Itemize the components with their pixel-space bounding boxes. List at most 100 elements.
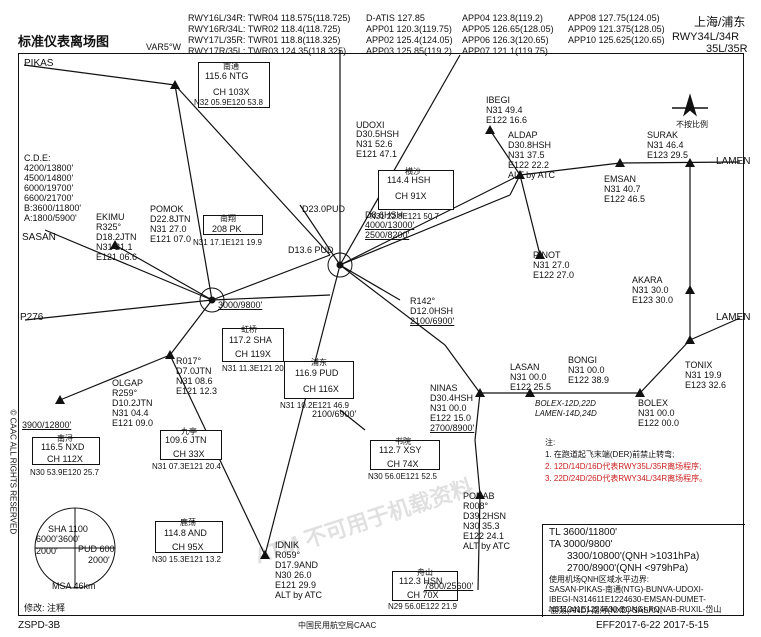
note-item: 2. 12D/14D/16D代表RWY35L/35R离场程序; xyxy=(545,462,702,471)
navaid-freq: 117.2 SHA xyxy=(229,335,272,345)
qnh-boundary: N311241E1224630-BONGI-PONAB-RUXIL-岱山 xyxy=(549,605,722,614)
waypoint-marker xyxy=(635,388,645,397)
navaid-coord: N32 05.9E120 53.8 xyxy=(194,98,263,107)
cde-row: 4500/14800' xyxy=(24,173,74,183)
cde-row: B:3600/11800' xyxy=(24,203,82,213)
navaid-coord: N30 56.0E121 52.5 xyxy=(368,472,437,481)
fix-line: R017° xyxy=(176,356,202,366)
msa-label: MSA 46km xyxy=(52,581,96,591)
waypoint-marker xyxy=(165,350,175,359)
route-line xyxy=(299,204,341,266)
fix-line: ALT by ATC xyxy=(463,541,511,551)
app-freq-list-b: APP08 127.75(124.05) APP09 121.375(128.0… xyxy=(568,13,665,46)
navaid-name: 舟山 xyxy=(417,568,433,577)
effective-date: EFF2017-6-22 2017-5-15 xyxy=(596,620,709,631)
fix-line: D17.9AND xyxy=(275,560,319,570)
navaid-freq: 208 PK xyxy=(212,224,242,234)
route-line xyxy=(169,299,213,356)
route-line xyxy=(339,409,366,431)
route-line xyxy=(477,494,481,591)
route-label-sasan: SASAN xyxy=(22,232,56,243)
scale-note: 不按比例 xyxy=(676,120,708,129)
fix-line: E122 22.2 xyxy=(508,160,550,170)
fix-name: UDOXI xyxy=(356,120,385,130)
navaid-freq: 112.7 XSY xyxy=(379,445,422,455)
app-freq-list-a: APP04 123.8(119.2) APP05 126.65(128.05) … xyxy=(462,13,554,57)
fix-line: N31 00.0 xyxy=(510,372,547,382)
navaid-channel: CH 112X xyxy=(47,454,83,464)
navaid-freq: 115.6 NTG xyxy=(205,71,249,81)
fix-line: D22.8JTN xyxy=(150,214,191,224)
app-freq: APP01 120.3(119.75) xyxy=(366,24,452,34)
fix-line: E121 06.6 xyxy=(96,252,138,262)
note-item: 1. 在跑道起飞末端(DER)前禁止转弯; xyxy=(545,450,675,459)
navaid-freq: 114.4 HSH xyxy=(387,175,431,185)
navaid-name: 南通 xyxy=(223,62,239,71)
navaid-box-hsn: 舟山 112.3 HSN CH 70X xyxy=(392,568,458,601)
navaid-channel: CH 74X xyxy=(387,459,419,469)
waypoint-marker xyxy=(170,80,180,89)
variation-label: VAR5°W xyxy=(146,42,181,52)
route-line xyxy=(24,299,213,321)
fix-line: N31 04.4 xyxy=(112,408,149,418)
navaid-freq: 112.3 HSN xyxy=(399,576,443,586)
fix-line: E122 27.0 xyxy=(533,270,575,280)
tower-freq: RWY17L/35R: TWR01 118.8(118.325) xyxy=(188,35,341,45)
route-line xyxy=(474,392,481,441)
dme-annot: D8.6HSH xyxy=(365,210,404,220)
alt-annot: 2100/6900' xyxy=(312,409,357,419)
fix-line: 2700/8900' xyxy=(430,423,475,433)
notes-head: 注: xyxy=(545,438,556,447)
fix-line: R142° xyxy=(410,296,436,306)
navaid-name: 虹桥 xyxy=(241,325,257,334)
navaid-name: 书院 xyxy=(395,437,411,446)
chart-id: ZSPD-3B xyxy=(18,620,61,631)
route-line xyxy=(639,339,691,394)
navaid-box-pk: 南翔 208 PK xyxy=(203,214,263,235)
waypoint-marker xyxy=(685,158,695,167)
navaid-box-ntg: 南通 115.6 NTG CH 103X xyxy=(198,62,270,108)
cde-row: 4200/13800' xyxy=(24,163,74,173)
app-freq: APP10 125.625(120.65) xyxy=(568,35,665,45)
alt-annot: 7800/25600' xyxy=(424,581,474,591)
copyright: © CAAC ALL RIGHTS RESERVED xyxy=(8,409,18,535)
navaid-channel: CH 33X xyxy=(173,449,205,459)
navaid-freq: 114.8 AND xyxy=(164,528,207,538)
app-freq: APP07 121.1(119.75) xyxy=(462,46,548,56)
route-line xyxy=(339,264,446,346)
route-line xyxy=(59,354,171,401)
msa-value: 6000' xyxy=(36,534,58,544)
fix-line: N31 49.4 xyxy=(486,105,523,115)
waypoint-marker xyxy=(475,388,485,397)
navaid-name: 南浔 xyxy=(57,434,73,443)
app-freq: APP09 121.375(128.05) xyxy=(568,24,665,34)
waypoint-marker xyxy=(55,395,65,404)
fix-name: LASAN xyxy=(510,362,540,372)
fix-line: N31 52.6 xyxy=(356,139,393,149)
fix-line: E122 24.1 xyxy=(463,531,505,541)
alt-annot: 4000/13000' xyxy=(365,220,415,230)
waypoint-marker xyxy=(260,550,270,559)
navaid-coord: N31 07.3E121 20.4 xyxy=(152,462,221,471)
fix-name: IDNIK xyxy=(275,540,300,550)
app-freq: APP03 125.85(119.2) xyxy=(366,46,452,56)
navaid-channel: CH 116X xyxy=(303,384,339,394)
navaid-name: 鹿荡 xyxy=(180,518,196,527)
fix-line: D30.4HSH xyxy=(430,393,474,403)
fix-name: BONGI xyxy=(568,355,598,365)
navaid-name: 南翔 xyxy=(220,214,236,223)
qnh-boundary-title: 使用机场QNH区域水平边界: xyxy=(549,575,649,584)
fix-line: D12.0HSH xyxy=(410,306,454,316)
fix-line: E121 07.0 xyxy=(150,234,192,244)
route-line xyxy=(339,264,401,301)
fix-line: N31 00.0 xyxy=(638,408,675,418)
fix-line: E122 25.5 xyxy=(510,382,552,392)
fix-line: N31 21.1 xyxy=(96,242,133,252)
waypoint-marker xyxy=(110,240,120,249)
runway-label: RWY34L/34R xyxy=(672,31,740,43)
route-line xyxy=(44,229,213,301)
msa-pud: PUD 600 xyxy=(78,544,115,554)
navaid-channel: CH 119X xyxy=(235,349,271,359)
route-line xyxy=(689,317,741,341)
